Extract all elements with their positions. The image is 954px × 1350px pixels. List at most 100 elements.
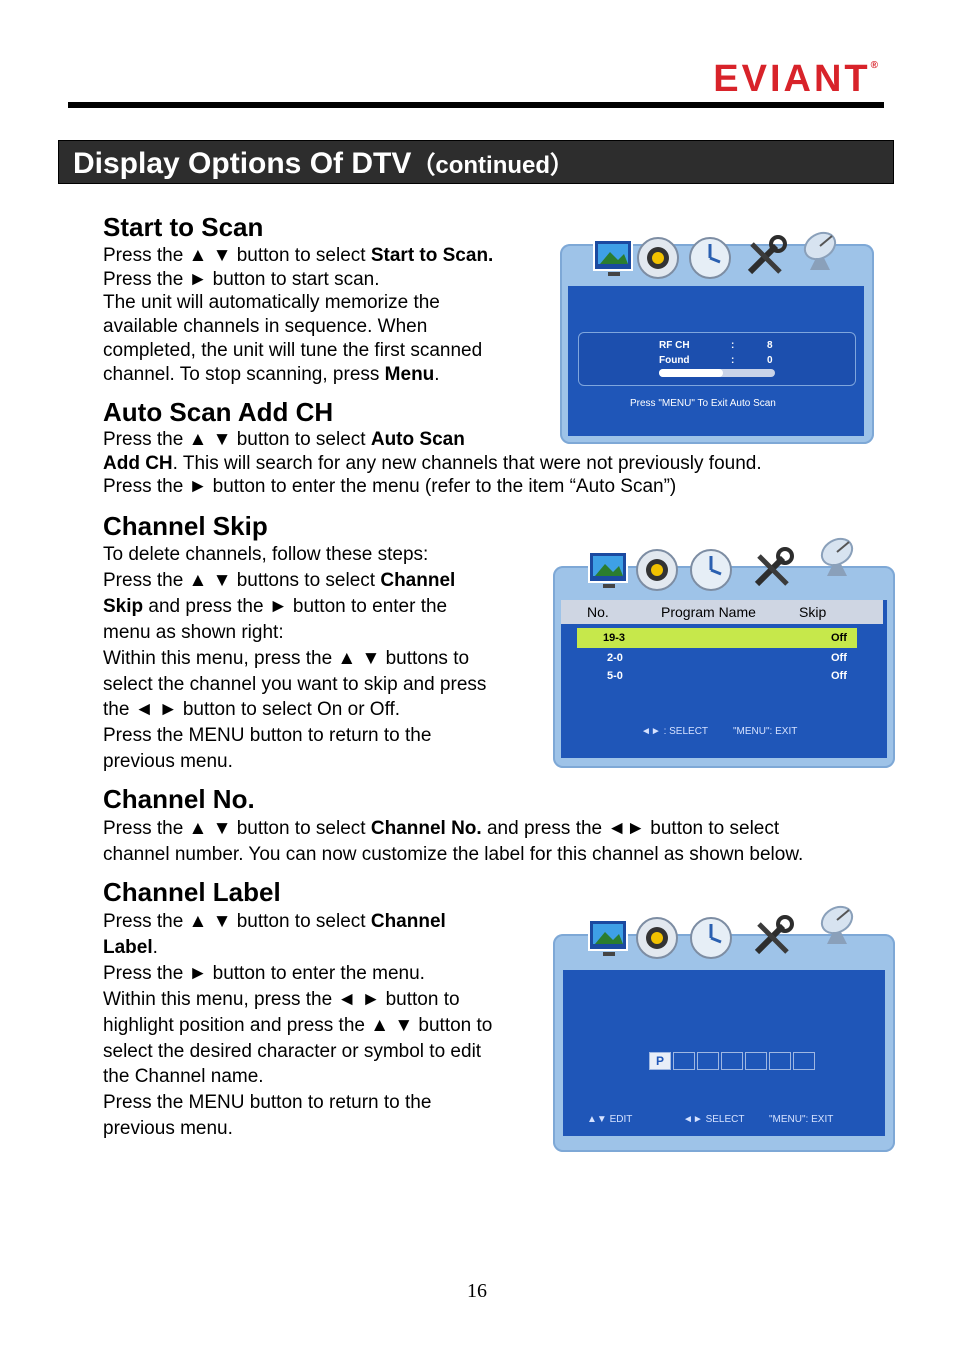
- auto-scan-add-text: Press the ▲ ▼ button to select Auto Scan…: [103, 428, 762, 499]
- scan-progress-fill: [659, 369, 723, 377]
- picture-icon: [588, 551, 628, 588]
- tools-icon: [754, 547, 794, 587]
- text-line: Press the MENU button to return to the: [103, 725, 432, 747]
- tools-icon: [754, 915, 794, 955]
- text-line: Press the ► button to start scan.: [103, 268, 380, 290]
- column-skip: Skip: [799, 604, 827, 620]
- satellite-dish-icon: [820, 905, 854, 944]
- menu-icon-row: [560, 216, 874, 286]
- text-line: channel. To stop scanning, press Menu.: [103, 363, 493, 387]
- text-line: completed, the unit will tune the first …: [103, 339, 483, 361]
- channel-label-screen: P ▲▼ EDIT ◄► SELECT "MENU": EXIT: [553, 894, 895, 1152]
- table-row[interactable]: 2-0 Off: [577, 650, 857, 670]
- scan-status-box: RF CH : 8 Found : 0: [578, 332, 856, 386]
- clock-icon: [689, 237, 731, 279]
- text-line: Press the ▲ ▼ button to select Auto Scan: [103, 428, 762, 452]
- scan-progress-bar: [659, 369, 775, 377]
- bold-span: Auto Scan: [370, 429, 465, 450]
- label-char-cell[interactable]: [673, 1052, 695, 1070]
- text-span: . This will search for any new channels …: [172, 452, 762, 474]
- label-char-cell[interactable]: [793, 1052, 815, 1070]
- sound-icon: [637, 237, 679, 279]
- text-line: channel number. You can now customize th…: [103, 843, 804, 865]
- text-line: Press the ► button to enter the menu (re…: [103, 476, 677, 498]
- header-rule: [68, 102, 884, 108]
- text-line: Within this menu, press the ◄ ► button t…: [103, 988, 460, 1010]
- text-line: Label.: [103, 935, 492, 961]
- text-line: select the channel you want to skip and …: [103, 673, 487, 695]
- text-span: and press the ◄► button to select: [481, 818, 780, 839]
- title-main: Display Options Of DTV: [73, 147, 412, 180]
- text-span: Press the ▲ ▼ button to select: [103, 245, 371, 266]
- found-value: 0: [767, 355, 773, 366]
- text-line: the Channel name.: [103, 1066, 264, 1088]
- row-no: 2-0: [607, 652, 623, 664]
- screen-display: RF CH : 8 Found : 0 Press "MENU" To Exit…: [568, 286, 864, 436]
- bold-span: Channel No.: [370, 818, 482, 839]
- title-suffix: （continued）: [411, 152, 575, 179]
- tools-icon: [747, 235, 787, 275]
- start-scan-text: Press the ▲ ▼ button to select Start to …: [103, 244, 493, 386]
- screen-display: P ▲▼ EDIT ◄► SELECT "MENU": EXIT: [563, 970, 885, 1136]
- text-line: Press the ▲ ▼ buttons to select Channel: [103, 568, 486, 594]
- label-char-cell[interactable]: P: [649, 1052, 671, 1070]
- text-span: .: [434, 363, 440, 385]
- row-no: 5-0: [607, 670, 623, 682]
- bold-span: Add CH: [103, 452, 173, 474]
- text-line: Press the ▲ ▼ button to select Start to …: [103, 244, 493, 268]
- skip-table-header: No. Program Name Skip: [561, 600, 883, 624]
- row-skip-value: Off: [831, 632, 847, 644]
- label-footer-select: ◄► SELECT: [683, 1114, 745, 1125]
- found-separator: :: [731, 355, 735, 366]
- heading-start-to-scan: Start to Scan: [103, 212, 264, 242]
- row-skip-value: Off: [831, 652, 847, 664]
- label-char-cell[interactable]: [721, 1052, 743, 1070]
- text-line: Add CH. This will search for any new cha…: [103, 452, 762, 476]
- rf-ch-label: RF CH: [659, 340, 690, 351]
- section-banner: Display Options Of DTV（continued）: [58, 140, 894, 184]
- channel-label-text: Press the ▲ ▼ button to select Channel L…: [103, 909, 492, 1142]
- label-char-cell[interactable]: [769, 1052, 791, 1070]
- column-program-name: Program Name: [661, 604, 756, 620]
- bold-span: Channel: [380, 569, 456, 591]
- text-line: the ◄ ► button to select On or Off.: [103, 699, 401, 721]
- heading-channel-skip: Channel Skip: [103, 511, 268, 541]
- eviant-logo: EVIANT®: [658, 58, 878, 100]
- text-line: previous menu.: [103, 1118, 233, 1140]
- clock-icon: [690, 549, 732, 591]
- row-no: 19-3: [603, 632, 626, 644]
- rf-ch-value: 8: [767, 340, 773, 351]
- table-row[interactable]: 19-3 Off: [577, 628, 857, 648]
- table-row[interactable]: 5-0 Off: [577, 668, 857, 688]
- found-label: Found: [659, 355, 690, 366]
- skip-footer-select: ◄► : SELECT: [641, 726, 709, 737]
- bold-span: Skip: [103, 595, 144, 617]
- text-span: Press the ▲ ▼ buttons to select: [103, 569, 381, 591]
- menu-icon-row: [553, 894, 895, 964]
- text-line: highlight position and press the ▲ ▼ but…: [103, 1014, 493, 1036]
- text-line: To delete channels, follow these steps:: [103, 544, 429, 565]
- text-line: Press the ▲ ▼ button to select Channel N…: [103, 816, 803, 842]
- label-char-cell[interactable]: [697, 1052, 719, 1070]
- page-number: 16: [467, 1280, 487, 1302]
- satellite-dish-icon: [820, 537, 854, 576]
- label-char-cell[interactable]: [745, 1052, 767, 1070]
- sound-icon: [636, 549, 678, 591]
- text-line: Press the ► button to enter the menu.: [103, 962, 425, 984]
- text-line: select the desired character or symbol t…: [103, 1040, 482, 1062]
- logo-text: EVIANT: [713, 58, 871, 100]
- bold-span: Label: [103, 936, 153, 958]
- text-span: Press the ▲ ▼ button to select: [103, 429, 371, 450]
- text-span: Press the ▲ ▼ button to select: [103, 818, 371, 839]
- satellite-dish-icon: [803, 231, 837, 270]
- text-line: previous menu.: [103, 751, 233, 773]
- bold-span: Start to Scan.: [370, 245, 494, 266]
- text-line: menu as shown right:: [103, 621, 284, 643]
- channel-skip-screen: No. Program Name Skip 19-3 Off 2-0 Off 5…: [553, 526, 895, 768]
- registered-mark: ®: [870, 60, 878, 71]
- channel-skip-text: To delete channels, follow these steps: …: [103, 542, 486, 775]
- text-span: .: [152, 936, 158, 958]
- bold-span: Channel: [370, 911, 446, 932]
- clock-icon: [690, 917, 732, 959]
- text-span: channel. To stop scanning, press: [103, 363, 385, 385]
